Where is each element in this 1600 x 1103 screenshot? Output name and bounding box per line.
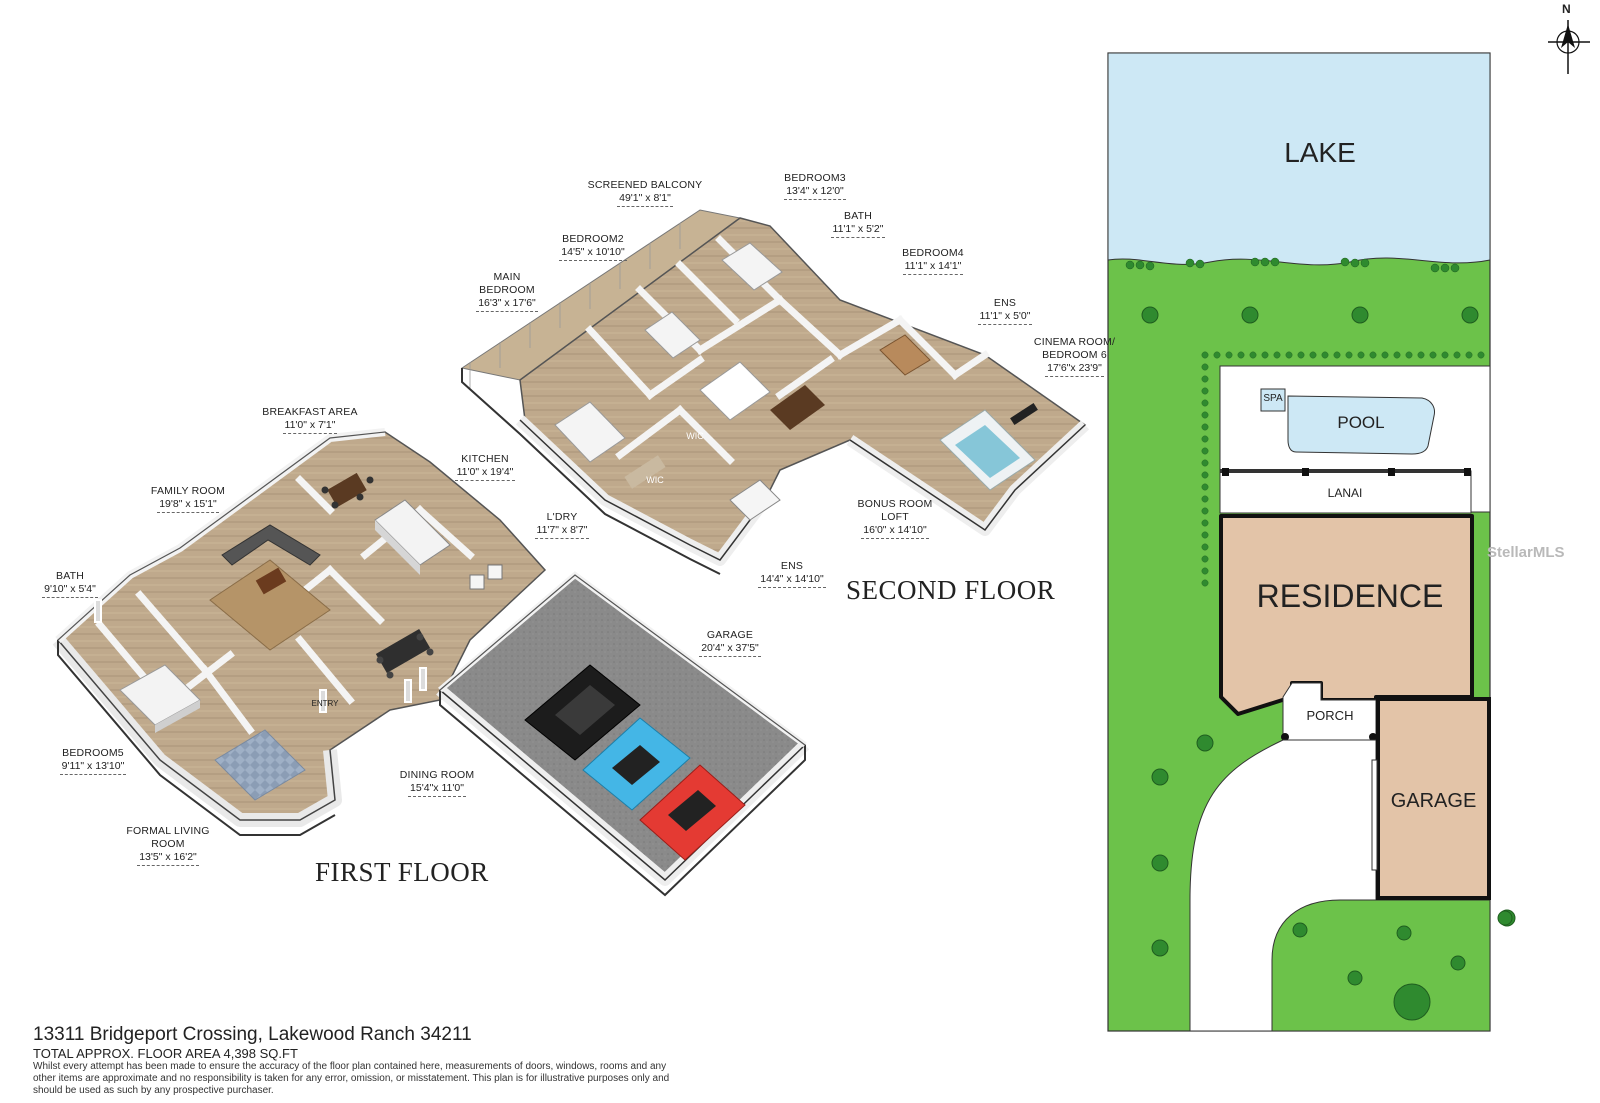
disclaimer-text: Whilst every attempt has been made to en… (33, 1061, 670, 1096)
lanai-label: LANAI (1327, 486, 1363, 500)
formal-living-rug (214, 729, 306, 801)
second-floor-title: SECOND FLOOR (846, 575, 1056, 605)
bedroom3-bed (721, 242, 783, 291)
residence-label: RESIDENCE (1256, 578, 1444, 614)
entry-label: ENTRY (311, 699, 339, 708)
north-label: N (1562, 2, 1571, 16)
lanai (1219, 470, 1472, 514)
bedroom2-bed (644, 311, 701, 359)
garage-car-black (524, 664, 641, 761)
bonus-loft-desk (770, 385, 825, 430)
bedroom4-bunk (879, 334, 931, 376)
residence-footprint (1219, 514, 1474, 716)
stellarmls-watermark: StellarMLS (1487, 544, 1565, 561)
pool (1287, 395, 1435, 455)
first-floor-plan (52, 428, 810, 897)
first-floor-title: FIRST FLOOR (315, 857, 489, 887)
garage-footprint (1376, 697, 1491, 900)
pool-label: POOL (1337, 413, 1385, 432)
family-room-sofa (221, 524, 321, 566)
total-floor-area: TOTAL APPROX. FLOOR AREA 4,398 SQ.FT (33, 1046, 298, 1061)
garage-car-blue (582, 717, 691, 811)
garage-label: GARAGE (1390, 790, 1477, 812)
main-bedroom-bed (554, 401, 626, 463)
second-floor-plan (460, 209, 1090, 575)
stair-opening (699, 361, 771, 421)
wic-label-2: WIC (646, 475, 664, 485)
lake-label: LAKE (1284, 137, 1356, 168)
spa-label: SPA (1263, 393, 1283, 404)
lake-area (1107, 52, 1491, 266)
property-address: 13311 Bridgeport Crossing, Lakewood Ranc… (33, 1024, 472, 1045)
garage-floor (438, 574, 807, 882)
wic-label-1: WIC (686, 431, 704, 441)
garage-car-red (639, 764, 746, 861)
spa (1260, 388, 1286, 412)
site-plan (1107, 20, 1590, 1032)
north-arrow-icon (1548, 20, 1590, 74)
porch-label: PORCH (1306, 708, 1354, 723)
family-room-rug (209, 559, 331, 651)
